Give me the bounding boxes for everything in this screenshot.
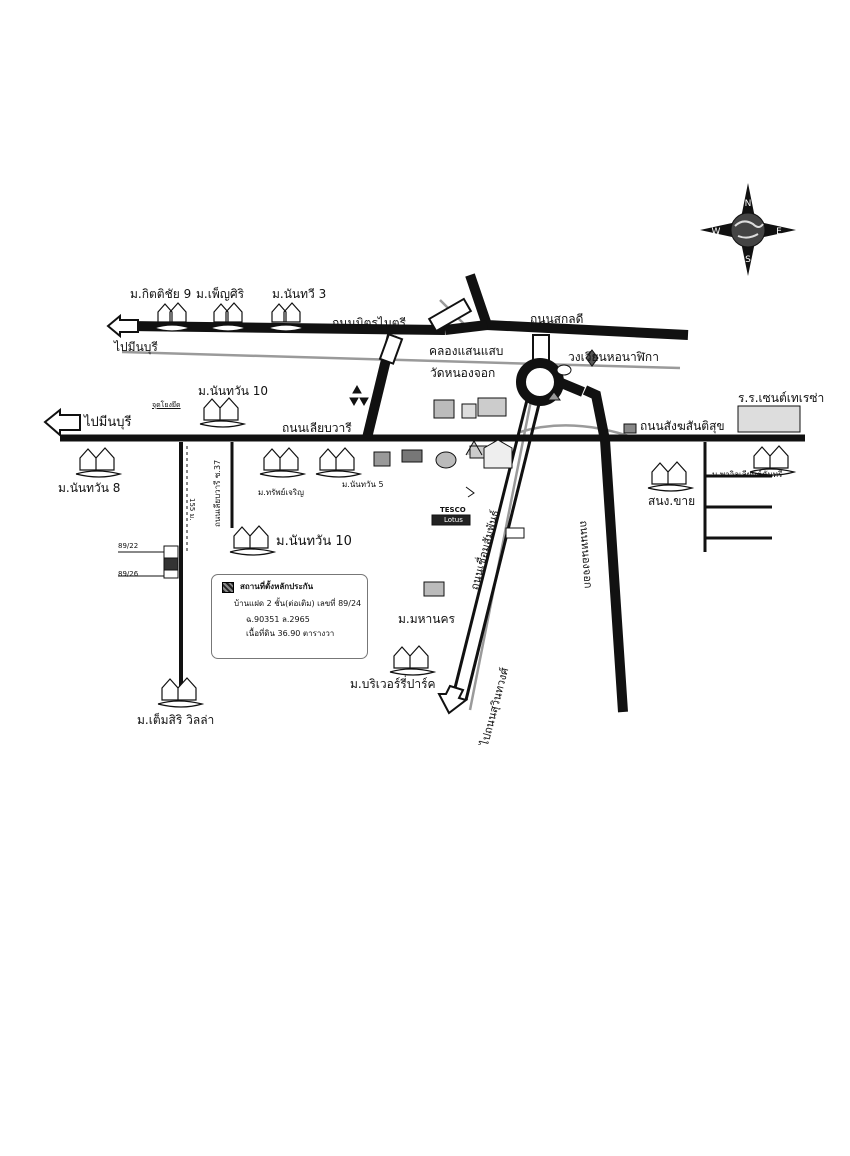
building-icon xyxy=(433,399,455,419)
legend-swatch xyxy=(222,582,234,593)
road-suwinthawong-a xyxy=(450,399,529,701)
label-lotus: Lotus xyxy=(444,516,463,524)
house-icon xyxy=(229,525,277,556)
bridge-marks xyxy=(378,297,550,365)
clock-tower-icon xyxy=(585,349,599,367)
legend-line2: ฉ.90351 ล.2965 xyxy=(246,615,310,624)
road-suwinthawong-b xyxy=(464,399,542,701)
label-roundabout: วงเวียนหอนาฬิกา xyxy=(568,350,659,364)
tesco-lotus-logo xyxy=(431,514,471,526)
landmark-icons xyxy=(349,349,801,597)
house-icon xyxy=(267,302,306,332)
label-tesco: TESCO xyxy=(440,506,466,514)
label-canal: คลองแสนแสบ xyxy=(429,344,504,358)
label-lot-b: 89/26 xyxy=(118,570,139,578)
arrow-to-minburi-mid xyxy=(43,407,81,438)
label-to-minburi-mid: ไปมีนบุรี xyxy=(84,415,132,430)
road-east-comb xyxy=(703,442,772,552)
logo-icon xyxy=(401,449,423,463)
road-sakon xyxy=(465,273,689,340)
label-distance: 155 ม. xyxy=(188,498,196,521)
label-kittichai: ม.กิตติชัย 9 xyxy=(130,287,192,301)
compass-s: S xyxy=(745,255,751,265)
label-police: สนง.ขาย xyxy=(648,494,696,508)
house-icon xyxy=(153,302,192,332)
label-road-liapwari: ถนนเลียบวารี xyxy=(282,421,352,435)
house-icon xyxy=(157,677,205,708)
shell-station-icon xyxy=(556,364,572,376)
legend-title: สถานที่ตั้งหลักประกัน xyxy=(240,582,314,591)
compass-rose: N S W E xyxy=(700,183,796,276)
label-mahanakhon: ม.มหานคร xyxy=(398,612,455,626)
label-riverpark: ม.บริเวอร์รี่ปาร์ค xyxy=(350,677,436,691)
label-nanthawee: ม.นันทวี 3 xyxy=(272,287,327,301)
fountain-icon xyxy=(465,486,475,498)
legend-line1: บ้านแฝด 2 ชั้น(ต่อเติม) เลขที่ 89/24 xyxy=(234,599,362,608)
house-icons xyxy=(75,302,797,708)
arrow-to-minburi-top xyxy=(106,313,139,339)
label-school: ร.ร.เซนต์เทเรซ่า xyxy=(738,391,825,405)
legend-line3: เนื้อที่ดิน 36.90 ตารางวา xyxy=(246,629,335,638)
label-reference-point: จุดโยงยึด xyxy=(152,401,181,409)
label-temsiri: ม.เต็มสิริ วิลล่า xyxy=(137,713,215,727)
label-phensiri: ม.เพ็ญศิริ xyxy=(196,287,245,301)
label-road-sakon: ถนนสกลดี xyxy=(530,312,584,326)
monument-icon xyxy=(547,391,561,401)
compass-n: N xyxy=(745,199,752,209)
collateral-legend: สถานที่ตั้งหลักประกัน บ้านแฝด 2 ชั้น(ต่อ… xyxy=(211,574,368,659)
arrow-to-suwinthawong xyxy=(437,684,469,715)
label-sapcharoen: ม.ทรัพย์เจริญ xyxy=(258,488,304,497)
house-icon xyxy=(209,302,248,332)
label-nanthawan8: ม.นันทวัน 8 xyxy=(58,481,121,495)
road-nongchok xyxy=(582,385,628,713)
building-icon xyxy=(461,403,477,419)
house-icon xyxy=(75,447,123,478)
label-wat: วัดหนองจอก xyxy=(430,366,496,380)
label-nanthawan10b: ม.นันทวัน 10 xyxy=(276,534,352,549)
building-icon xyxy=(477,397,507,417)
temple-icon xyxy=(483,439,513,469)
house-icon xyxy=(749,445,797,476)
compass-e: E xyxy=(776,227,782,237)
roundabout xyxy=(516,358,585,406)
building-icon xyxy=(423,581,445,597)
house-icon xyxy=(647,461,695,492)
pond-icon xyxy=(435,451,457,469)
school-icon xyxy=(737,405,801,433)
house-icon xyxy=(315,447,363,478)
honda-icon xyxy=(505,527,525,539)
label-nanthawan10a: ม.นันทวัน 10 xyxy=(198,384,269,398)
label-pavilion: ม.พาวิลเลียนต์คันทรี xyxy=(712,470,783,479)
label-lot-a: 89/22 xyxy=(118,542,139,550)
label-to-minburi-top: ไปมีนบุรี xyxy=(114,340,158,354)
house-icon xyxy=(199,397,247,428)
compass-w: W xyxy=(712,227,721,237)
logo-icon xyxy=(373,451,391,467)
sign-icon xyxy=(623,423,637,434)
label-road-liapwari-37: ถนนเลียบวารี ซ.37 xyxy=(213,459,222,527)
house-icon xyxy=(389,645,437,676)
label-nanthawan5: ม.นันทวัน 5 xyxy=(342,480,384,489)
collateral-marker xyxy=(163,557,179,571)
label-road-mitmaitri: ถนนมิตรไมตรี xyxy=(332,316,407,330)
collateral-location xyxy=(118,446,188,579)
label-road-sangsan: ถนนสังฆสันติสุข xyxy=(640,419,725,433)
house-icon xyxy=(259,447,307,478)
mitsubishi-icon xyxy=(349,384,369,407)
road-mitmaitri-link xyxy=(444,320,488,335)
